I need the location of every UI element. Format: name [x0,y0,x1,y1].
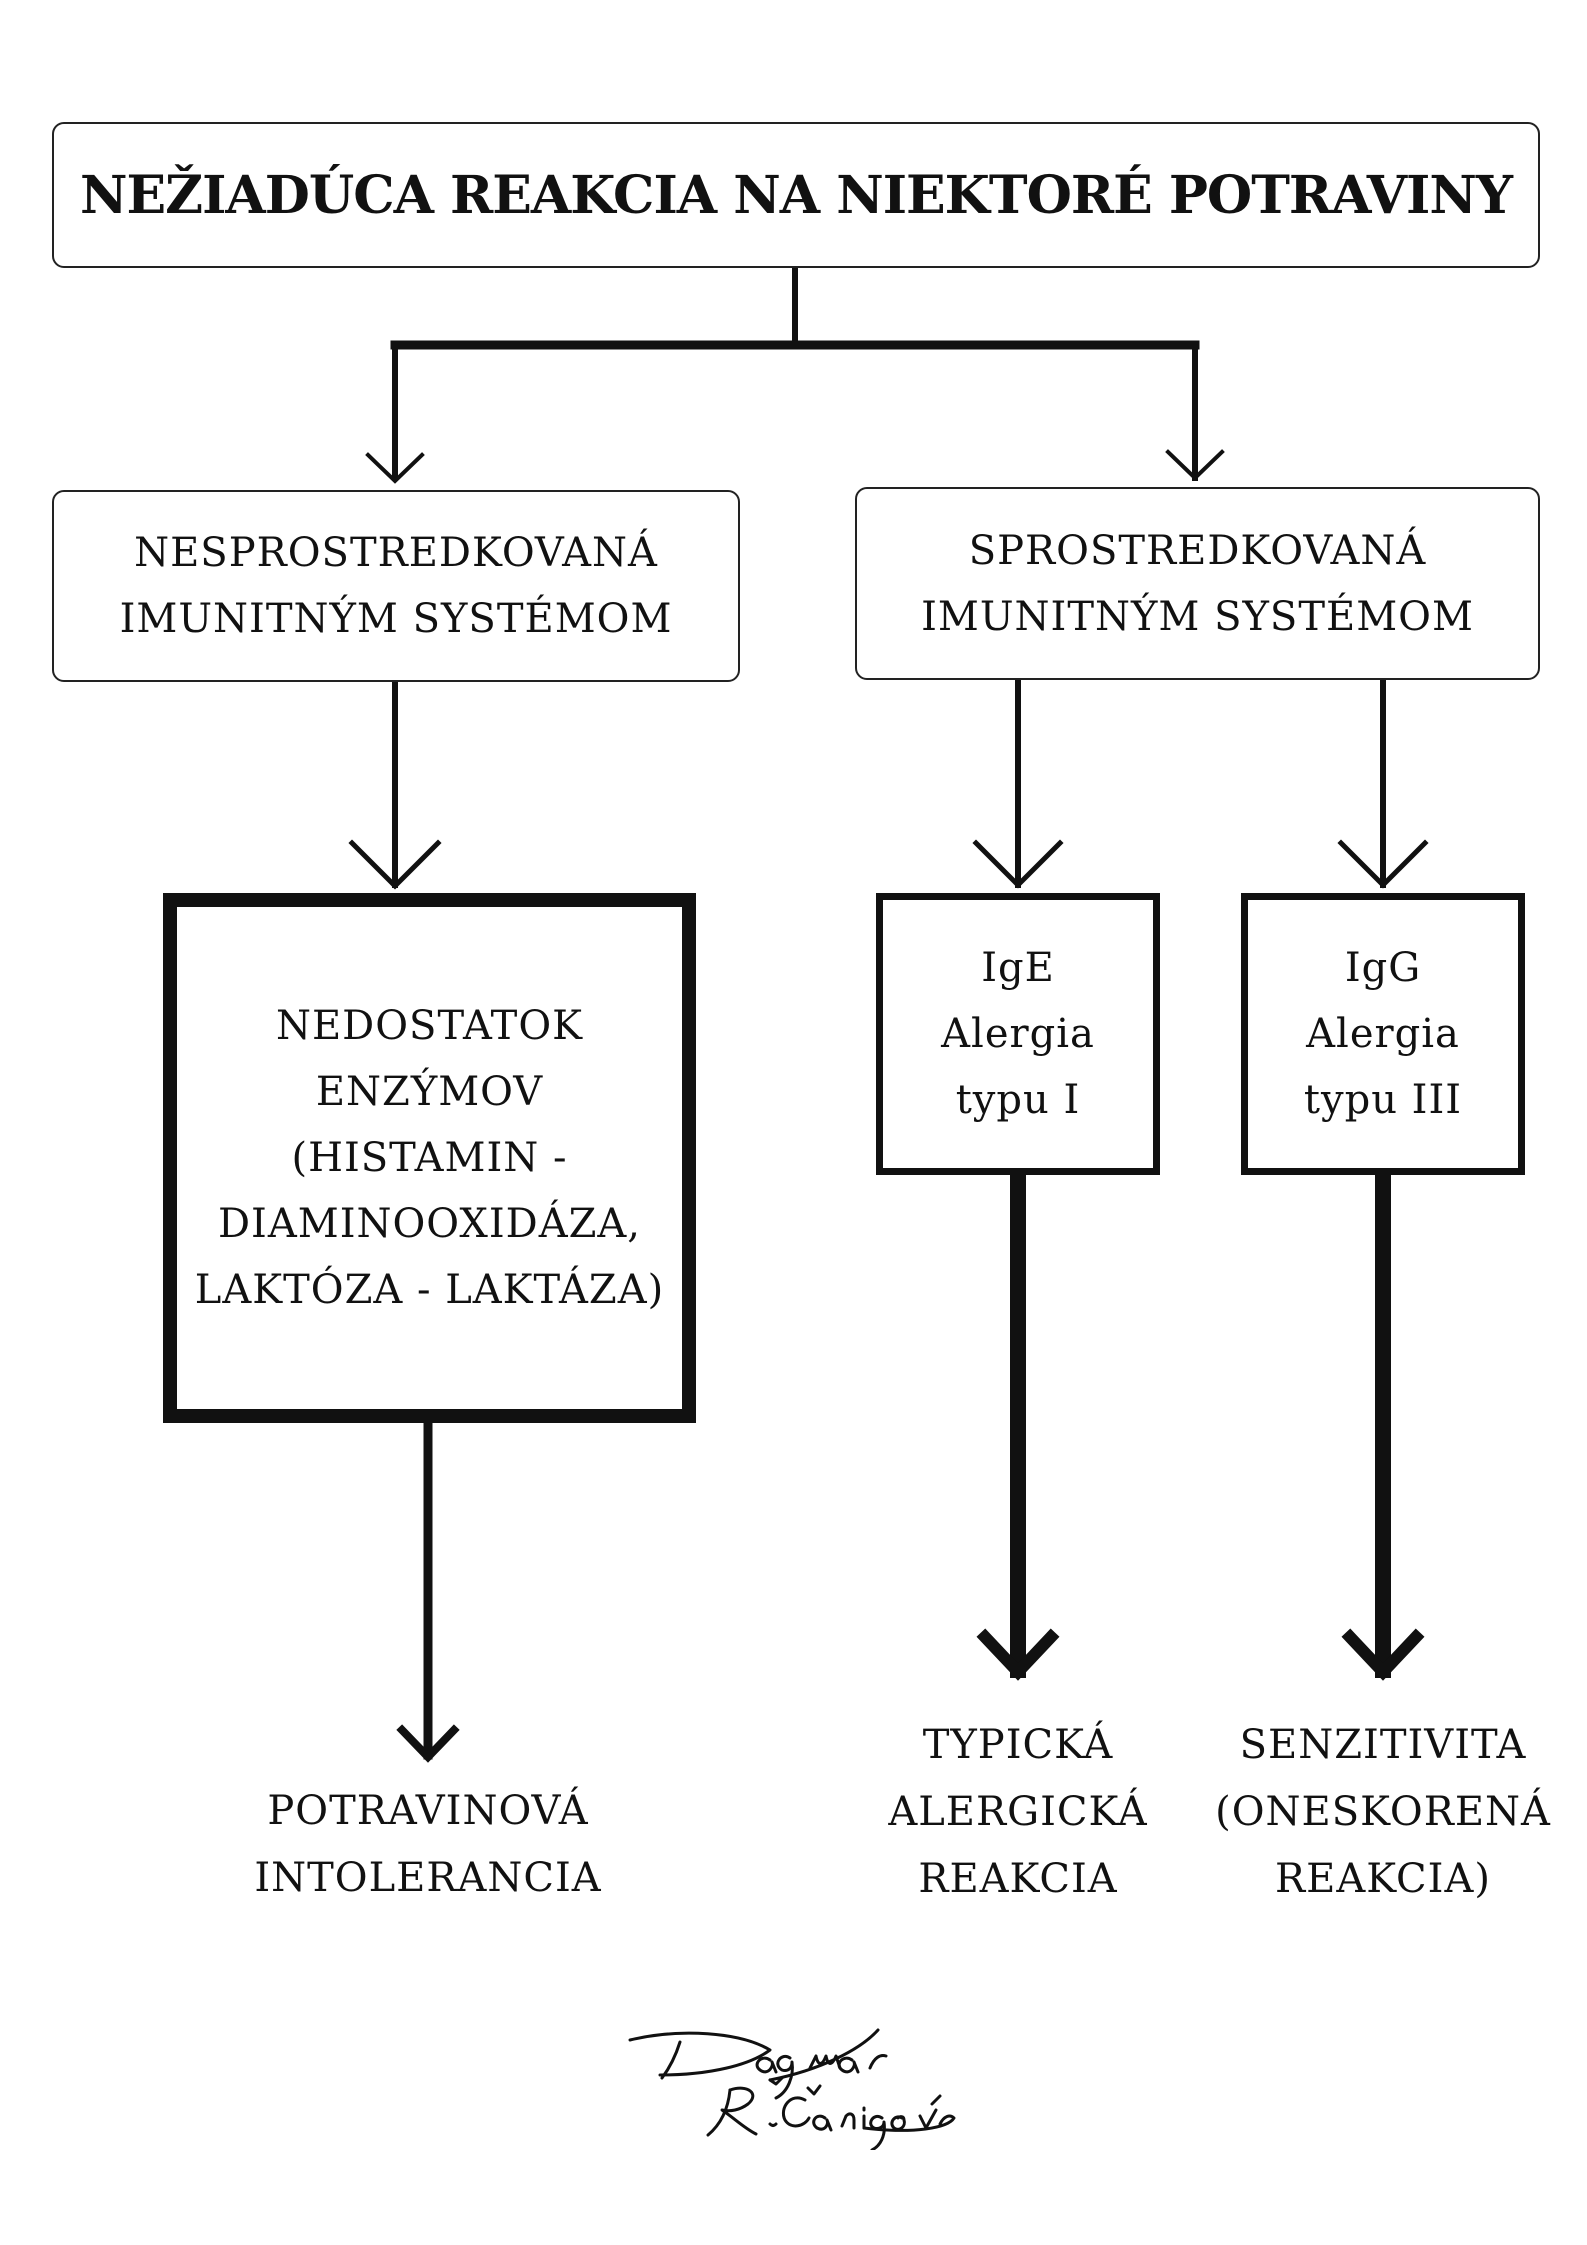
immune-line-1: SPROSTREDKOVANÁ [968,527,1427,574]
non-immune-line-2: IMUNITNÝM SYSTÉMOM [119,596,673,642]
enzyme-line-3: (HISTAMIN - [291,1135,568,1181]
allergic-line-1: TYPICKÁ [922,1722,1114,1768]
igg-line-1: IgG [1344,945,1422,991]
igg-box: IgG Alergia typu III [1241,893,1525,1175]
intolerance-line-2: INTOLERANCIA [254,1855,602,1901]
igg-line-3: typu III [1303,1077,1463,1123]
ige-arrowhead [972,839,1064,889]
ige-box: IgE Alergia typu I [876,893,1160,1175]
outcome-intolerance: POTRAVINOVÁ INTOLERANCIA [178,1778,678,1912]
enzyme-line-4: DIAMINOOXIDÁZA, [217,1201,642,1247]
title-box: NEŽIADÚCA REAKCIA NA NIEKTORÉ POTRAVINY [52,122,1540,268]
sensitivity-line-2: (ONESKORENÁ [1215,1789,1551,1835]
igg-line-2: Alergia [1306,1011,1460,1057]
igg-outcome-arrowhead [1341,1628,1425,1681]
igg-arrowhead [1337,839,1429,889]
enzyme-line-5: LAKTÓZA - LAKTÁZA) [194,1267,665,1313]
non-immune-branch-label: NESPROSTREDKOVANÁ IMUNITNÝM SYSTÉMOM [120,520,673,652]
immune-branch-label: SPROSTREDKOVANÁ IMUNITNÝM SYSTÉMOM [921,518,1474,650]
ige-outcome-arrowhead [976,1628,1060,1681]
intolerance-line-1: POTRAVINOVÁ [267,1788,589,1834]
immune-branch-box: SPROSTREDKOVANÁ IMUNITNÝM SYSTÉMOM [855,487,1540,680]
igg-label: IgG Alergia typu III [1304,935,1462,1133]
non-immune-arrowhead [348,839,442,890]
outcome-allergic-reaction: TYPICKÁ ALERGICKÁ REAKCIA [848,1712,1188,1913]
ige-label: IgE Alergia typu I [941,935,1095,1133]
enzyme-deficiency-label: NEDOSTATOK ENZÝMOV (HISTAMIN - DIAMINOOX… [195,993,664,1323]
ige-line-3: typu I [955,1077,1081,1123]
enzyme-outcome-arrowhead [396,1724,460,1763]
ige-line-1: IgE [981,945,1055,991]
author-signature [628,2028,956,2150]
enzyme-deficiency-box: NEDOSTATOK ENZÝMOV (HISTAMIN - DIAMINOOX… [163,893,696,1423]
enzyme-line-1: NEDOSTATOK [275,1003,583,1049]
allergic-line-3: REAKCIA [918,1856,1118,1902]
ige-line-2: Alergia [941,1011,1095,1057]
outcome-sensitivity: SENZITIVITA (ONESKORENÁ REAKCIA) [1198,1712,1568,1913]
sensitivity-line-1: SENZITIVITA [1239,1722,1527,1768]
enzyme-line-2: ENZÝMOV [315,1069,544,1115]
non-immune-branch-box: NESPROSTREDKOVANÁ IMUNITNÝM SYSTÉMOM [52,490,740,682]
sensitivity-line-3: REAKCIA) [1275,1856,1491,1902]
right-drop-arrowhead [1165,449,1225,481]
left-drop-arrowhead [365,452,425,484]
immune-line-2: IMUNITNÝM SYSTÉMOM [921,593,1474,640]
diagram-title: NEŽIADÚCA REAKCIA NA NIEKTORÉ POTRAVINY [79,164,1513,226]
non-immune-line-1: NESPROSTREDKOVANÁ [134,530,658,576]
allergic-line-2: ALERGICKÁ [888,1789,1148,1835]
